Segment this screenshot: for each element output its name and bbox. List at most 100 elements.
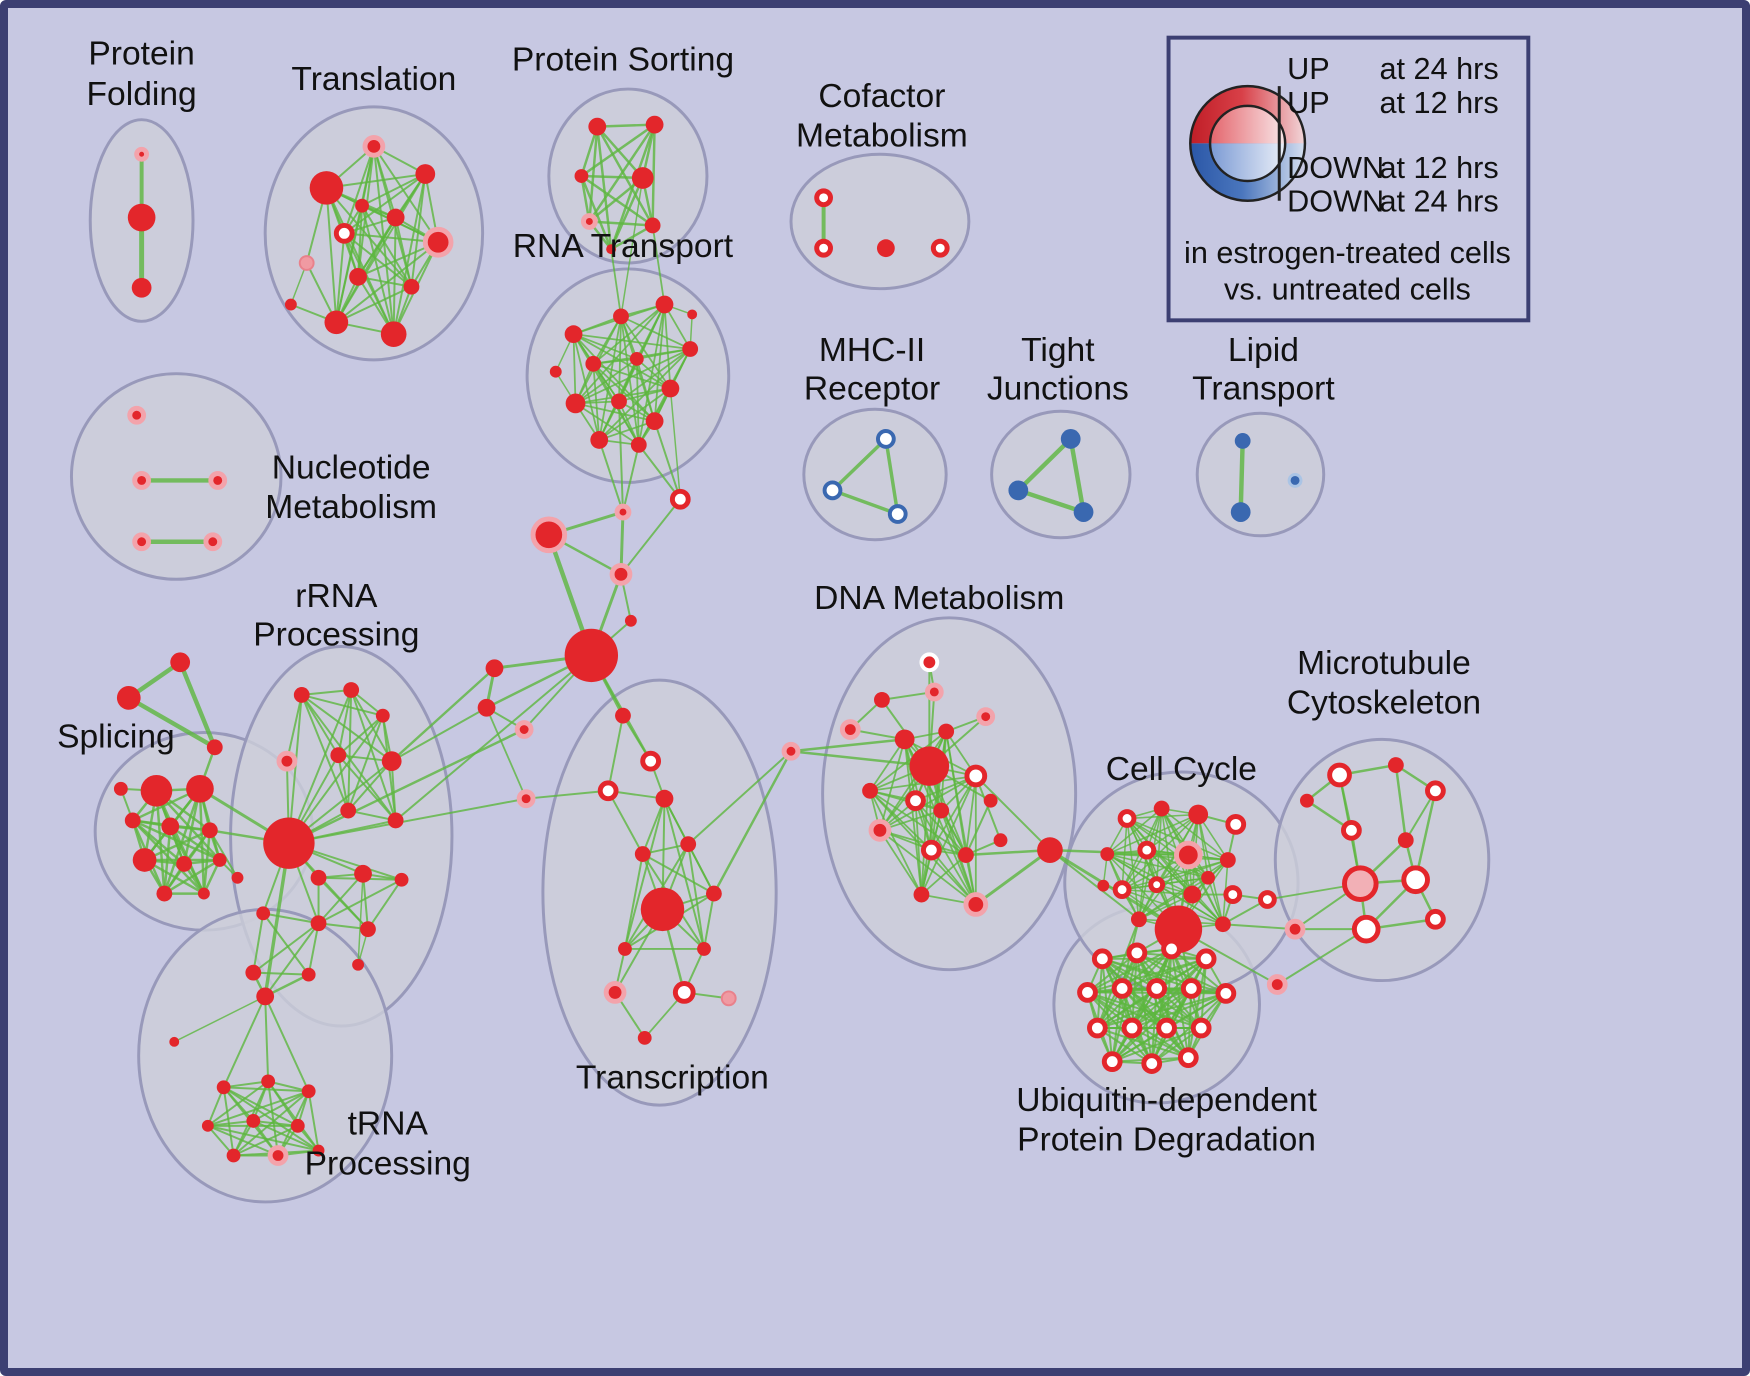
network-node — [924, 682, 944, 702]
network-node — [1401, 865, 1430, 895]
network-edge — [262, 912, 310, 976]
network-edge — [607, 714, 624, 792]
cluster-label: tRNA — [348, 1106, 429, 1143]
network-node — [530, 516, 568, 554]
network-edge — [262, 912, 320, 925]
network-node — [169, 1036, 180, 1047]
network-edge — [1048, 849, 1140, 921]
network-edge — [618, 400, 640, 446]
network-node — [415, 164, 436, 184]
network-node — [256, 906, 271, 921]
network-edge — [663, 303, 672, 390]
network-edge — [206, 1086, 225, 1127]
network-edge — [317, 872, 365, 925]
network-node — [580, 213, 598, 230]
network-node — [1117, 809, 1137, 828]
network-edge — [964, 848, 1052, 857]
network-node — [603, 981, 627, 1004]
network-edge — [264, 995, 270, 1083]
network-edge — [1086, 957, 1208, 994]
network-edge — [300, 693, 393, 763]
network-node — [1195, 948, 1217, 970]
network-edge — [1138, 876, 1209, 921]
network-node — [127, 405, 147, 425]
network-node — [231, 871, 244, 884]
network-edge — [1150, 987, 1158, 1065]
cluster-ellipse-dna-metabolism — [821, 616, 1078, 972]
network-node — [614, 503, 632, 521]
network-edge — [1414, 789, 1437, 881]
legend-time-label: at 24 hrs — [1379, 52, 1498, 86]
network-node — [1327, 762, 1352, 788]
network-edge — [1146, 813, 1199, 851]
network-edge — [635, 348, 692, 360]
network-edge — [1096, 987, 1193, 1029]
network-edge — [525, 789, 610, 800]
cluster-label: Metabolism — [796, 117, 968, 154]
network-node — [309, 171, 344, 205]
network-node — [298, 255, 315, 271]
network-node — [874, 691, 890, 708]
network-node — [1137, 840, 1157, 860]
network-edge — [300, 693, 384, 717]
network-edge — [588, 220, 654, 227]
network-edge — [884, 437, 900, 516]
network-node — [822, 480, 843, 501]
network-edge — [163, 787, 202, 895]
network-node — [680, 836, 697, 853]
network-node — [1100, 847, 1115, 861]
network-node — [131, 277, 152, 298]
network-edge — [1111, 1027, 1203, 1063]
network-edge — [350, 688, 397, 822]
network-node — [1223, 885, 1243, 904]
network-node — [246, 1113, 261, 1128]
network-node — [618, 942, 632, 956]
network-edge — [347, 714, 384, 812]
network-node — [1425, 780, 1446, 802]
network-edge — [869, 730, 948, 792]
network-edge — [1096, 992, 1227, 1029]
network-edge — [1197, 813, 1224, 926]
network-node — [597, 780, 619, 802]
network-node — [933, 802, 950, 819]
network-edge — [1155, 883, 1224, 926]
network-node — [386, 208, 405, 227]
network-edge — [588, 176, 644, 223]
network-node — [514, 720, 534, 739]
network-node — [1341, 819, 1362, 841]
network-edge — [637, 303, 666, 446]
network-edge — [1106, 807, 1163, 855]
network-edge — [974, 848, 1052, 906]
network-node — [245, 964, 262, 981]
network-node — [1141, 1053, 1163, 1074]
network-edge — [920, 854, 967, 896]
network-edge — [588, 125, 599, 223]
network-node — [1148, 876, 1166, 894]
network-edge — [169, 825, 221, 862]
network-node — [640, 887, 685, 932]
network-edge — [940, 809, 967, 856]
network-node — [1121, 1017, 1143, 1039]
network-node — [938, 723, 955, 740]
network-node — [124, 812, 141, 829]
network-node — [1112, 880, 1132, 900]
network-node — [634, 846, 651, 862]
network-node — [212, 853, 227, 867]
network-node — [964, 764, 988, 788]
network-node — [640, 750, 662, 772]
network-edge — [173, 995, 266, 1043]
network-edge — [879, 829, 923, 896]
network-node — [1153, 800, 1170, 817]
network-edge — [1096, 1027, 1153, 1065]
network-edge — [263, 841, 291, 999]
network-edge — [126, 695, 217, 750]
network-node — [360, 921, 376, 938]
network-node — [920, 839, 942, 861]
network-edge — [1238, 438, 1245, 515]
network-edge — [307, 1090, 320, 1152]
network-edge — [252, 1119, 320, 1152]
network-edge — [285, 693, 303, 763]
network-edge — [914, 799, 923, 896]
network-node — [913, 886, 930, 903]
network-edge — [1187, 987, 1193, 1059]
